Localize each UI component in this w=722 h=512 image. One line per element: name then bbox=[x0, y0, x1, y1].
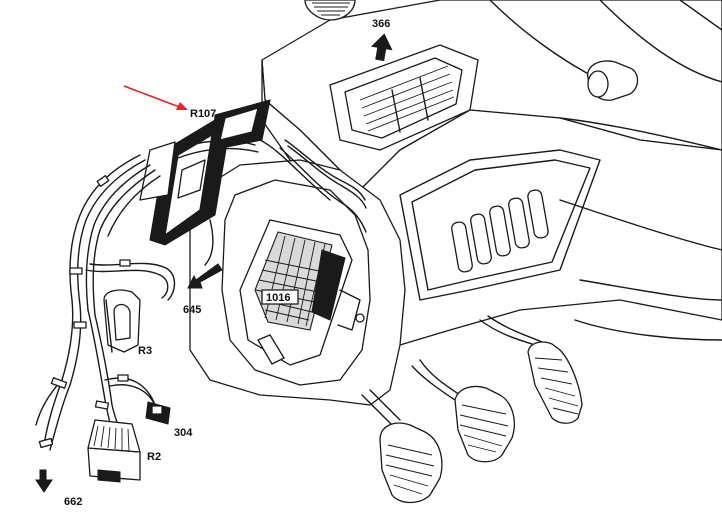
connector-r2 bbox=[87, 419, 141, 483]
label-645: 645 bbox=[183, 304, 201, 316]
label-r3: R3 bbox=[138, 345, 152, 357]
connector-304 bbox=[145, 401, 171, 425]
arrow-662 bbox=[35, 469, 53, 493]
label-366: 366 bbox=[372, 18, 390, 30]
connector-r107 bbox=[139, 99, 271, 246]
wiring-harness bbox=[35, 139, 367, 451]
arrow-645 bbox=[187, 263, 223, 289]
label-r2: R2 bbox=[147, 451, 161, 463]
pedal-right bbox=[527, 341, 583, 424]
callout-arrow-r107 bbox=[123, 85, 188, 110]
label-662: 662 bbox=[64, 496, 82, 508]
pedal-left bbox=[379, 422, 443, 504]
lower-dash-panel bbox=[359, 109, 722, 346]
label-r107: R107 bbox=[190, 108, 216, 120]
label-304: 304 bbox=[174, 427, 193, 439]
light-switch-knob bbox=[587, 60, 639, 101]
label-1016: 1016 bbox=[266, 292, 290, 304]
connector-r3 bbox=[103, 289, 141, 353]
pedal-assembly bbox=[361, 315, 543, 426]
arrow-366 bbox=[370, 33, 393, 62]
switch-bank bbox=[451, 189, 549, 273]
pedal-middle bbox=[454, 385, 515, 463]
speaker-grille bbox=[304, 0, 356, 21]
fuse-box bbox=[239, 219, 365, 366]
